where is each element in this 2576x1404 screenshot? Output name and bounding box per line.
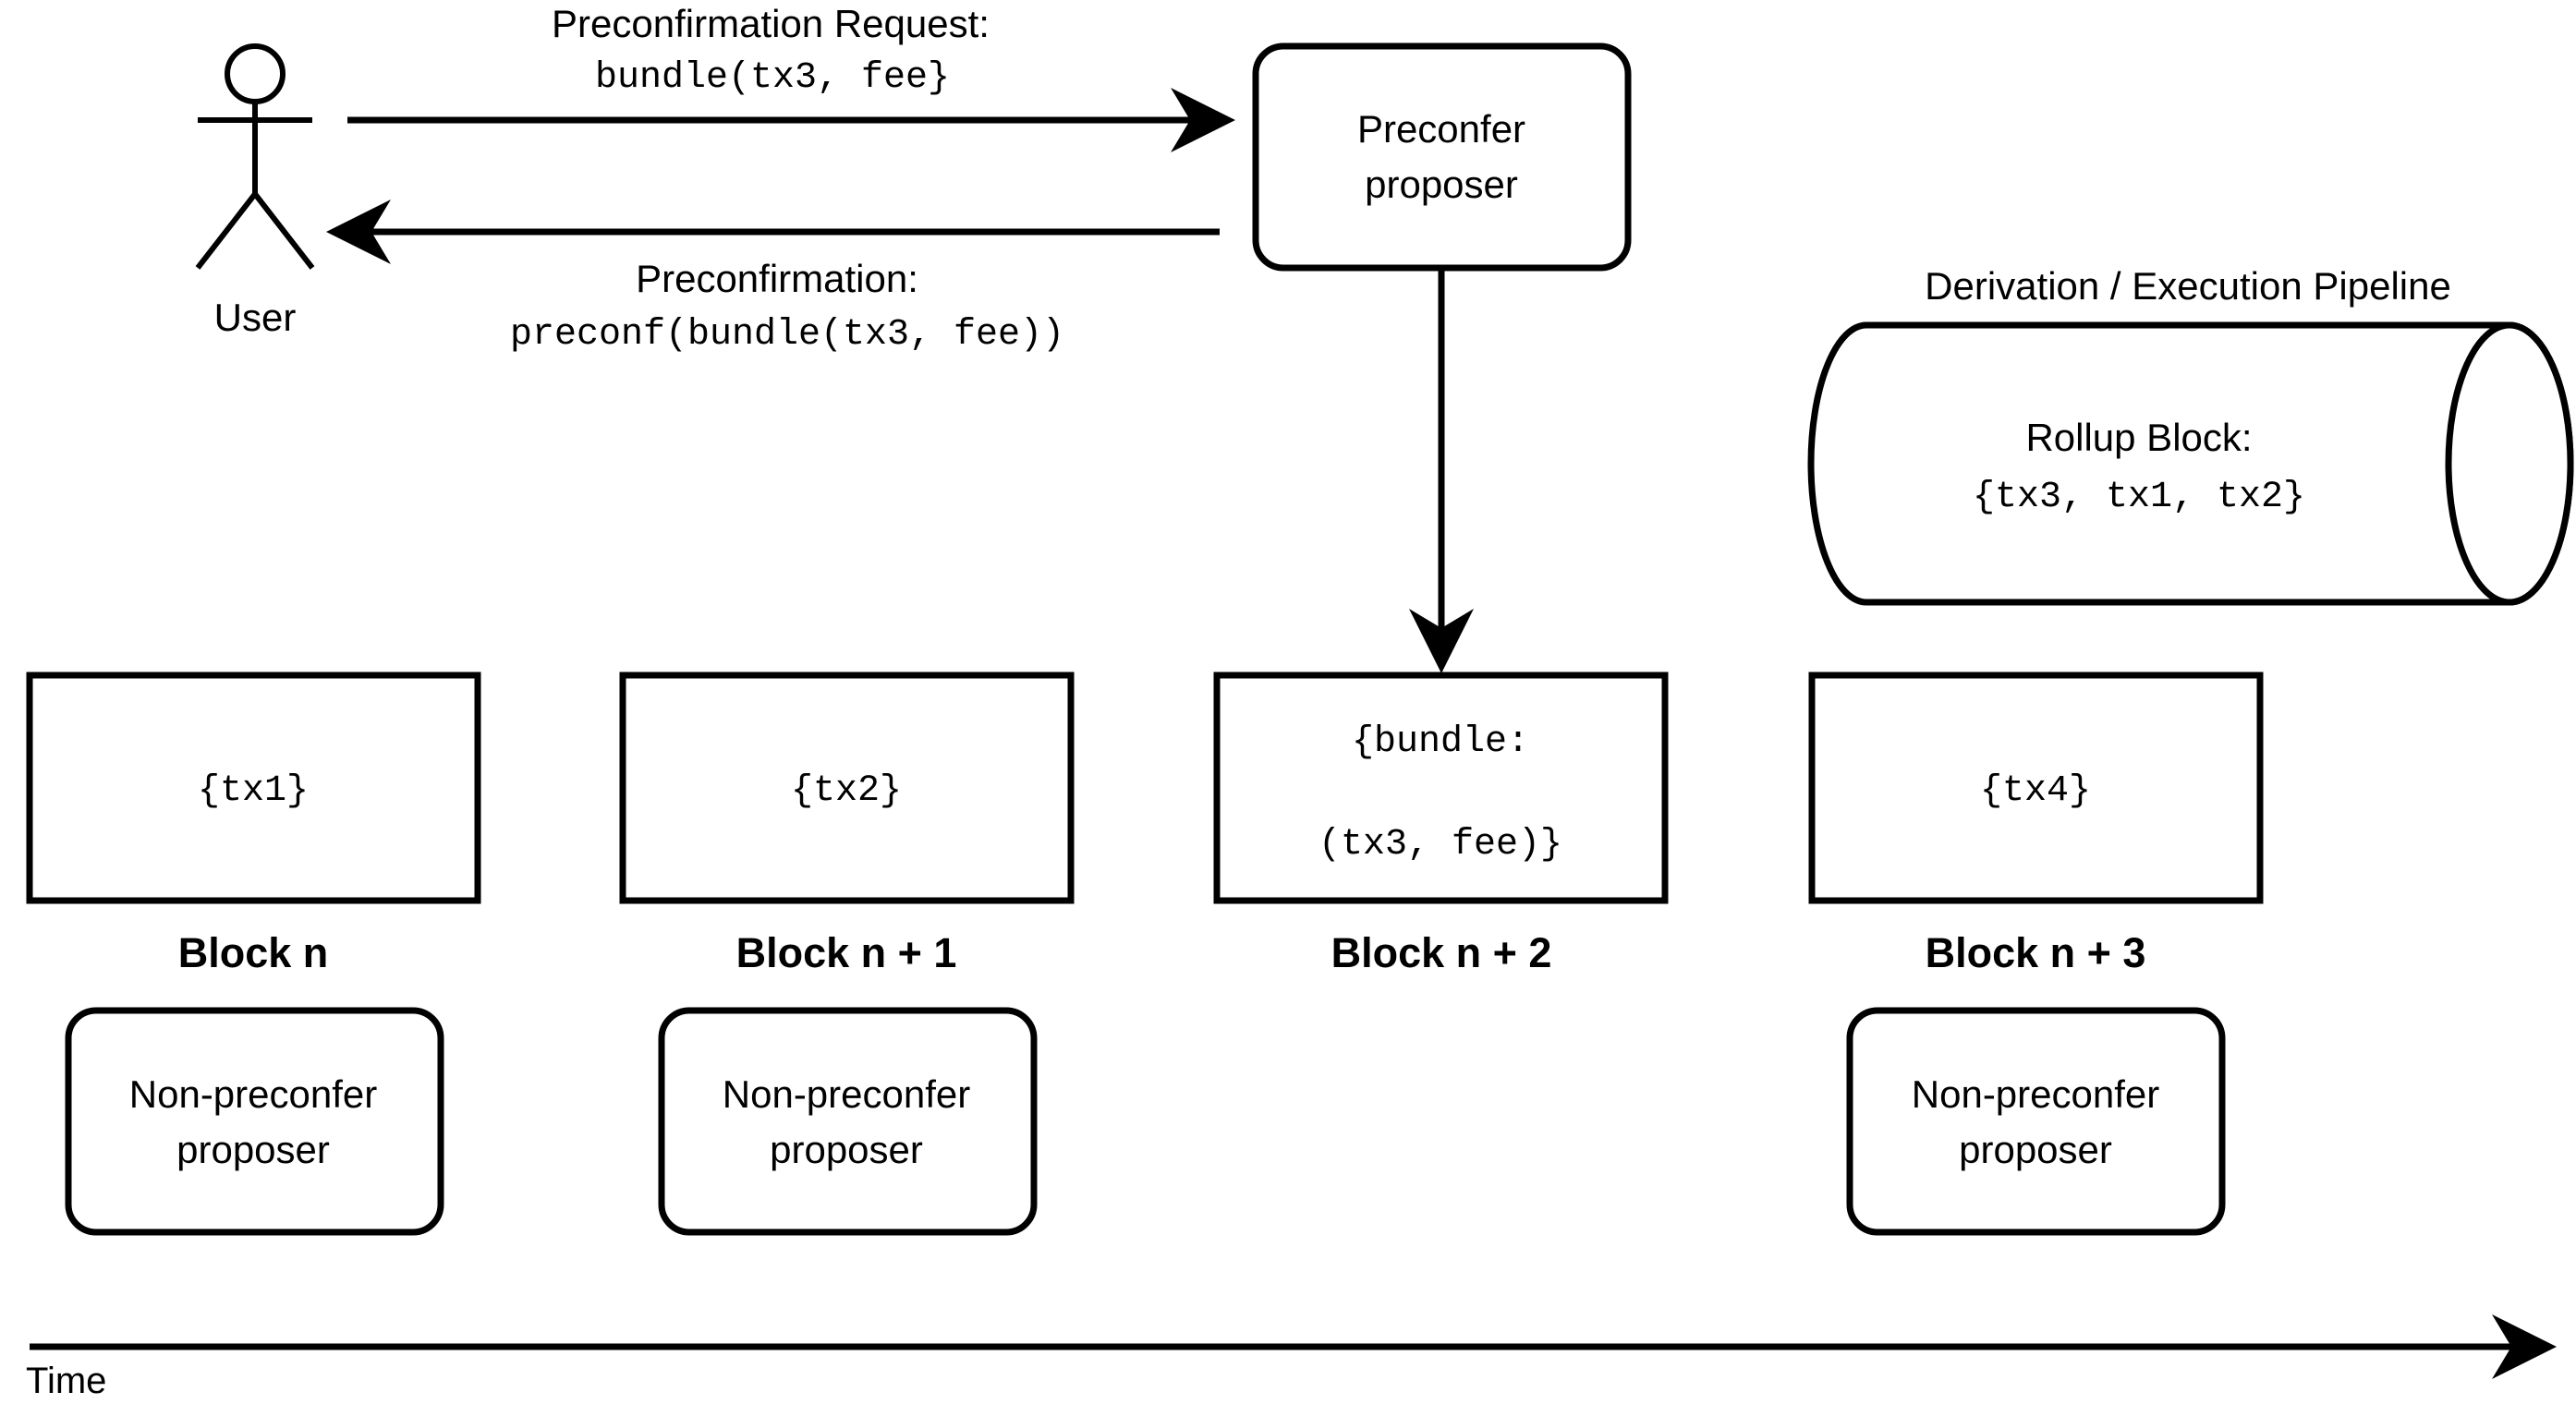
derivation-pipeline: Derivation / Execution Pipeline Rollup B… [1807,264,2574,606]
block-n-box [26,672,481,904]
request-title: Preconfirmation Request: [552,2,990,45]
block-n-plus-2-content-line1: {bundle: [1352,721,1529,763]
block-n-plus-3-content: {tx4} [1980,770,2091,812]
non-preconfer-proposer-1-line2: proposer [176,1128,330,1171]
block-n-plus-3-label: Block n + 3 [1926,929,2146,976]
request-code: bundle(tx3, fee} [595,57,950,99]
non-preconfer-proposer-2: Non-preconfer proposer [658,1007,1038,1236]
non-preconfer-proposer-3-line1: Non-preconfer [1912,1072,2159,1116]
pipeline-cylinder-end [2445,321,2574,606]
preconfirmation-request: Preconfirmation Request: bundle(tx3, fee… [347,2,1235,152]
non-preconfer-proposer-1-box [65,1007,444,1236]
block-n-plus-2: {bundle: (tx3, fee)} Block n + 2 [1213,672,1669,976]
pipeline-line1: Rollup Block: [2025,416,2252,459]
non-preconfer-proposer-3-line2: proposer [1959,1128,2112,1171]
response-title: Preconfirmation: [636,257,918,300]
block-n-plus-1-content: {tx2} [791,770,902,812]
block-n-plus-2-box [1213,672,1669,904]
block-n-plus-2-label: Block n + 2 [1331,929,1552,976]
non-preconfer-proposer-3: Non-preconfer proposer [1846,1007,2226,1236]
preconfer-label-line2: proposer [1365,163,1518,206]
non-preconfer-proposer-1-line1: Non-preconfer [129,1072,377,1116]
non-preconfer-proposer-2-box [658,1007,1038,1236]
pipeline-line2: {tx3, tx1, tx2} [1973,477,2305,518]
non-preconfer-proposer-1: Non-preconfer proposer [65,1007,444,1236]
block-n-plus-1-box [619,672,1075,904]
user-head [225,43,286,104]
user-label: User [214,296,297,339]
preconfer-proposer-node: Preconfer proposer [1252,42,1632,272]
response-code: preconf(bundle(tx3, fee)) [510,314,1064,356]
non-preconfer-proposer-2-line1: Non-preconfer [723,1072,970,1116]
block-n-content: {tx1} [198,770,309,812]
preconfirmation-response: Preconfirmation: preconf(bundle(tx3, fee… [326,200,1220,356]
non-preconfer-proposer-2-line2: proposer [770,1128,923,1171]
time-axis: Time [26,1314,2557,1401]
block-n-plus-2-content-line2: (tx3, fee)} [1318,824,1562,865]
user-actor: User [195,43,315,339]
preconfer-proposer-box [1252,42,1632,272]
non-preconfer-proposer-3-box [1846,1007,2226,1236]
block-n: {tx1} Block n [26,672,481,976]
block-n-plus-3-box [1808,672,2264,904]
block-n-plus-3: {tx4} Block n + 3 [1808,672,2264,976]
block-n-plus-1-label: Block n + 1 [736,929,957,976]
block-n-plus-1: {tx2} Block n + 1 [619,672,1075,976]
block-n-label: Block n [178,929,329,976]
preconfer-label-line1: Preconfer [1357,107,1525,151]
user-left-leg [195,192,258,270]
user-right-leg [252,192,315,270]
time-label: Time [26,1361,106,1401]
pipeline-title: Derivation / Execution Pipeline [1925,264,2451,308]
